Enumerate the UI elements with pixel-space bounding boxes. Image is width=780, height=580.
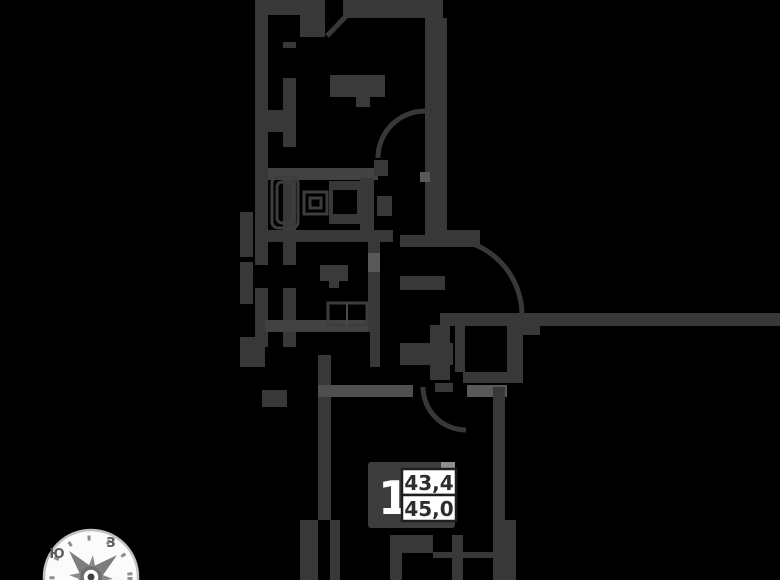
wall-segment [360, 178, 374, 234]
compass-label-south: Ю [49, 547, 64, 562]
bedroom-label-blob [356, 95, 370, 107]
washer-inner [333, 190, 357, 214]
wall-segment [265, 320, 368, 332]
wall-segment [463, 372, 507, 383]
wall-segment [240, 337, 265, 367]
wall-segment [283, 0, 296, 15]
bathroom-fixtures [270, 175, 362, 230]
compass-ticks [49, 535, 133, 580]
door-arcs [375, 108, 525, 433]
living-room-walls [300, 385, 516, 580]
exterior-walls [240, 0, 780, 347]
wall-segment [300, 520, 318, 580]
wall-segment [390, 535, 433, 553]
wall-segment [343, 0, 443, 18]
wall-segment [390, 553, 402, 580]
wall-segment [300, 0, 325, 37]
wall-segment [493, 387, 505, 580]
compass-hub-dot [87, 573, 95, 580]
wall-segment [318, 355, 331, 387]
wall-segment [435, 383, 453, 392]
bedroom-door-arc [375, 108, 426, 159]
wall-segment [255, 13, 268, 265]
wall-segment [240, 212, 253, 257]
wall-detail [420, 172, 430, 182]
wall-segment [374, 160, 388, 176]
bathtub-icon [270, 175, 300, 230]
wall-segment [370, 332, 380, 367]
wall-segment [377, 196, 392, 216]
kitchen-label-blob [320, 265, 348, 281]
wall-segment [523, 325, 540, 335]
living-area-value: 43,4 [404, 471, 453, 495]
wall-segment [430, 325, 450, 343]
wall-segment [400, 276, 445, 290]
kitchen-fixtures [326, 301, 369, 327]
wall-segment [507, 325, 523, 383]
wall-segment [425, 18, 447, 240]
window-band [318, 385, 413, 397]
wall-segment [262, 390, 287, 407]
badge-corner-tab [441, 462, 455, 471]
unit-info-badge[interactable]: 1 43,4 45,0 [368, 462, 458, 528]
wall-segment [503, 557, 516, 580]
wall-segment [255, 288, 268, 347]
room-label-blobs [320, 75, 385, 288]
window-mullion [283, 42, 296, 48]
wall-segment [368, 232, 380, 253]
compass-label-west: З [106, 536, 115, 551]
wall-segment [240, 262, 253, 304]
sink-inner [308, 196, 323, 210]
wall-segment [433, 552, 505, 558]
wall-segment [400, 343, 453, 365]
compass-face [42, 528, 140, 580]
total-area-value: 45,0 [404, 497, 453, 521]
compass-rose-icon: Ю З [42, 528, 140, 580]
wall-segment [455, 325, 465, 372]
wall-segment [368, 272, 380, 332]
living-room-door-arc [420, 386, 467, 433]
entrance-door-arc [445, 236, 525, 316]
wall-segment [318, 397, 331, 520]
wall-segment [330, 520, 340, 580]
wall-segment [268, 110, 296, 132]
door-leaf [325, 10, 352, 38]
wall-segment [283, 288, 296, 347]
area-box-bottom [400, 493, 458, 523]
bedroom-label-blob [330, 75, 385, 97]
wall-segment [430, 362, 450, 380]
wall-segment [268, 230, 393, 242]
wall-segment [427, 210, 445, 228]
bathtub-inner [275, 180, 295, 225]
sink-icon [302, 190, 329, 216]
kitchen-label-blob [329, 281, 339, 288]
door-opening [368, 253, 380, 272]
wall-segment [505, 520, 516, 580]
party-wall [440, 313, 780, 326]
